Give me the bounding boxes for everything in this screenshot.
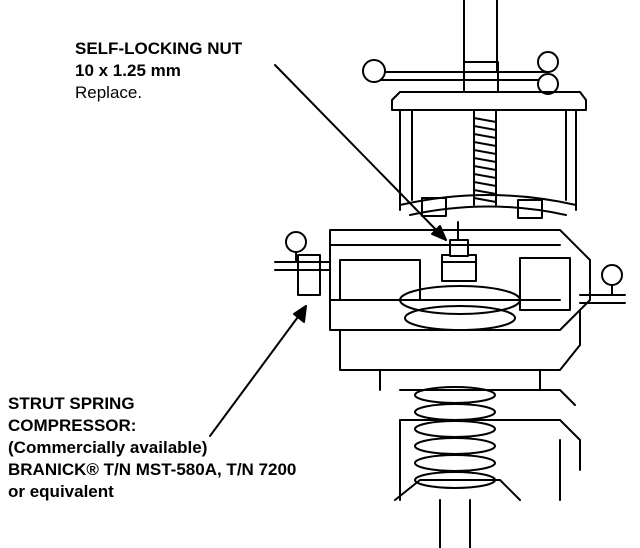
middle-jaw-ring: [329, 229, 591, 331]
self-locking-nut-callout: SELF-LOCKING NUT 10 x 1.25 mm Replace.: [75, 38, 242, 104]
nut-note: Replace.: [75, 83, 143, 102]
nut-leader-arrow: [274, 64, 447, 241]
tool-detail-2: BRANICK® T/N MST-580A, T/N 7200: [8, 460, 297, 479]
spring-compressor-callout: STRUT SPRING COMPRESSOR: (Commercially a…: [8, 393, 296, 503]
coil-spring: [414, 386, 496, 489]
tool-leader-arrow: [209, 305, 307, 437]
upper-strut-rod: [463, 0, 498, 73]
lower-clamp-body: [339, 309, 581, 406]
top-handle-bar: [362, 51, 559, 95]
right-side-handle: [579, 264, 626, 304]
tool-name-2: COMPRESSOR:: [8, 416, 137, 435]
lower-frame: [394, 419, 581, 501]
spring-seat-housing: [399, 194, 577, 219]
lower-strut-rod: [439, 499, 471, 548]
tool-detail-3: or equivalent: [8, 482, 114, 501]
left-side-handle: [274, 231, 331, 296]
threaded-screw: [473, 109, 497, 206]
tool-name: STRUT SPRING: [8, 394, 135, 413]
nut-size: 10 x 1.25 mm: [75, 61, 181, 80]
nut-name: SELF-LOCKING NUT: [75, 39, 243, 58]
tool-detail-1: (Commercially available): [8, 438, 208, 457]
